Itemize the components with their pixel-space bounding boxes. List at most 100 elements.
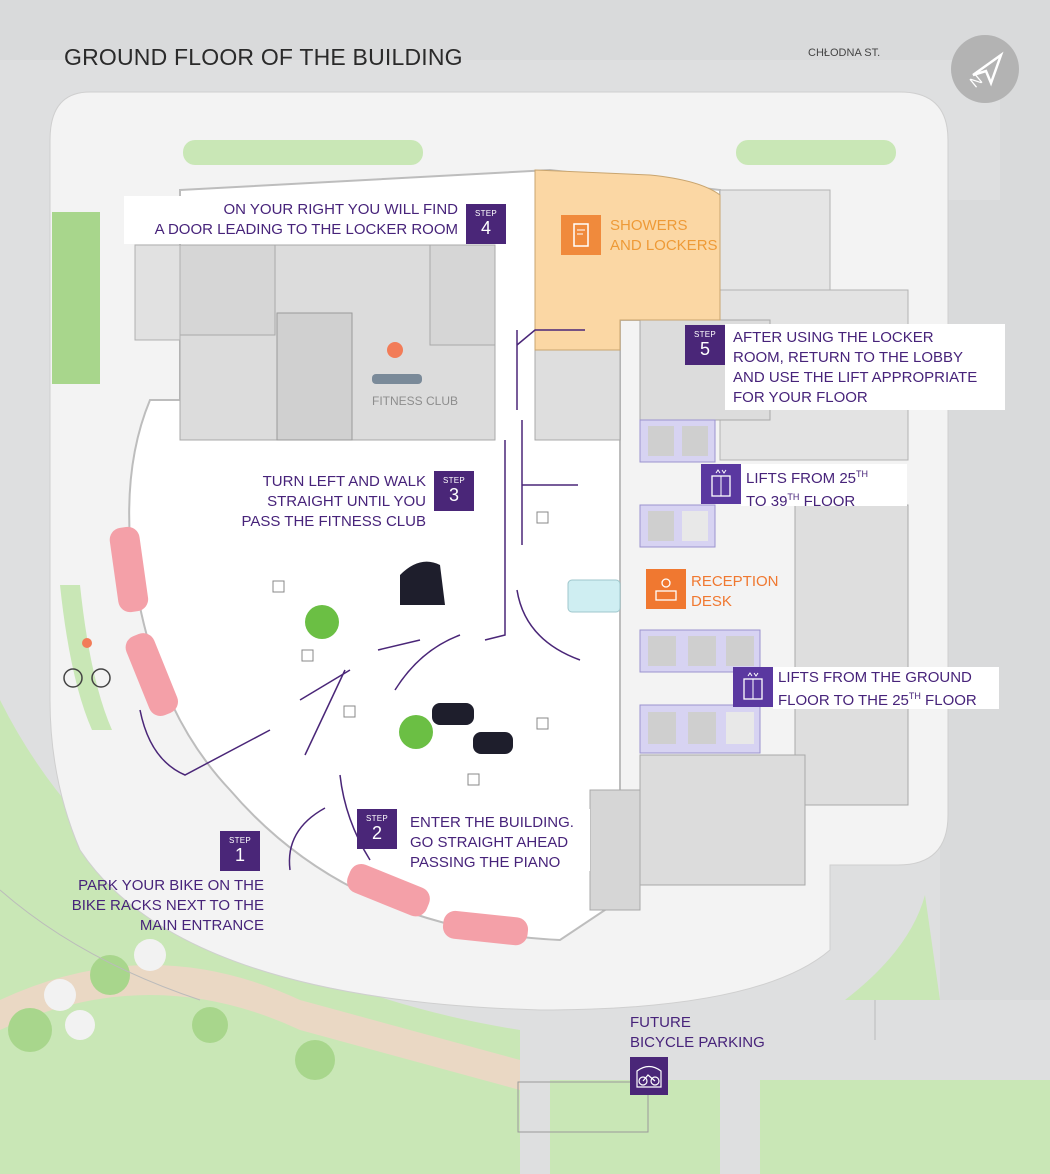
step-number: 3 xyxy=(448,485,459,505)
step-number: 2 xyxy=(371,823,382,843)
bike-parking-label: FUTURE BICYCLE PARKING xyxy=(630,1013,765,1053)
room xyxy=(794,504,909,806)
step-4-line: A DOOR LEADING TO THE LOCKER ROOM xyxy=(154,221,458,238)
step-2-line: GO STRAIGHT AHEAD xyxy=(410,834,569,851)
curb xyxy=(0,889,201,1001)
step-5-line: AND USE THE LIFT APPROPRIATE xyxy=(733,369,978,386)
step-1-line: BIKE RACKS NEXT TO THE xyxy=(71,897,264,914)
bicycle-icon xyxy=(630,1057,668,1095)
step-2-note: ENTER THE BUILDING. GO STRAIGHT AHEAD PA… xyxy=(402,809,590,871)
lift-bank-high xyxy=(639,419,716,548)
step-4-badge: STEP 4 xyxy=(466,204,506,244)
tree xyxy=(8,1008,52,1052)
umbrella xyxy=(65,1010,95,1040)
lifts-low-sup: TH xyxy=(908,691,921,701)
lawn-bottom-right xyxy=(760,1080,1050,1174)
lifts-low-line2: FLOOR TO THE 25 xyxy=(778,692,909,709)
bike-parking-line: FUTURE xyxy=(630,1014,691,1031)
umbrella xyxy=(44,979,76,1011)
step-label: STEP xyxy=(474,209,498,218)
umbrella xyxy=(134,939,166,971)
tree xyxy=(90,955,130,995)
reception-counter xyxy=(567,579,621,613)
step-1-line: MAIN ENTRANCE xyxy=(139,917,264,934)
step-4-note: ON YOUR RIGHT YOU WILL FIND A DOOR LEADI… xyxy=(124,196,466,244)
route-arrows xyxy=(139,329,585,871)
cyclist-head xyxy=(82,638,92,648)
step-3-line: STRAIGHT UNTIL YOU xyxy=(267,493,426,510)
step-label: STEP xyxy=(228,836,252,845)
room xyxy=(134,244,181,341)
step-label: STEP xyxy=(365,814,389,823)
step-2-line: PASSING THE PIANO xyxy=(410,854,561,871)
plant xyxy=(399,715,433,749)
lifts-low-line2-end: FLOOR xyxy=(920,692,977,709)
reception-line: DESK xyxy=(691,593,732,610)
step-number: 5 xyxy=(699,339,710,359)
step-4-line: ON YOUR RIGHT YOU WILL FIND xyxy=(223,201,458,218)
cyclist-wheel xyxy=(91,668,111,688)
lawn-curve xyxy=(60,585,112,730)
plant xyxy=(305,605,339,639)
step-5-note: AFTER USING THE LOCKER ROOM, RETURN TO T… xyxy=(725,324,1005,410)
room xyxy=(179,244,276,336)
room xyxy=(719,189,831,291)
piano xyxy=(400,561,445,605)
step-number: 1 xyxy=(234,845,245,865)
reception-label: RECEPTION DESK xyxy=(691,572,779,612)
bike-rack xyxy=(442,910,529,946)
locker-icon xyxy=(561,215,601,255)
planter xyxy=(183,140,423,165)
step-number: 4 xyxy=(480,218,491,238)
showers-line: AND LOCKERS xyxy=(610,237,718,254)
park-lawn xyxy=(0,700,520,1174)
street-name: CHŁODNA ST. xyxy=(808,47,881,59)
room xyxy=(276,312,353,441)
step-1-note: PARK YOUR BIKE ON THE BIKE RACKS NEXT TO… xyxy=(62,876,264,936)
step-1-badge: STEP 1 xyxy=(220,831,260,871)
reception-icon xyxy=(646,569,686,609)
bike-rack-future xyxy=(517,1081,649,1133)
tree xyxy=(295,1040,335,1080)
room xyxy=(429,244,496,346)
step-2-badge: STEP 2 xyxy=(357,809,397,849)
lifts-high-line2: TO 39 xyxy=(746,493,788,510)
planter xyxy=(736,140,896,165)
step-2-line: ENTER THE BUILDING. xyxy=(410,814,574,831)
lifts-high-note: LIFTS FROM 25TH TO 39TH FLOOR xyxy=(741,464,907,510)
bike-rack xyxy=(109,526,149,613)
fitness-club-label: FITNESS CLUB xyxy=(372,394,459,408)
showers-label: SHOWERS AND LOCKERS xyxy=(610,216,718,256)
step-5-badge: STEP 5 xyxy=(685,325,725,365)
map-title: GROUND FLOOR OF THE BUILDING xyxy=(64,44,463,70)
trainer xyxy=(387,342,403,358)
sofa xyxy=(473,732,513,754)
lifts-low-note: LIFTS FROM THE GROUND FLOOR TO THE 25TH … xyxy=(773,667,999,709)
bike-parking-line: BICYCLE PARKING xyxy=(630,1034,765,1051)
lawn-strip xyxy=(52,212,100,384)
step-label: STEP xyxy=(442,476,466,485)
cyclist-wheel xyxy=(63,668,83,688)
bike-rack xyxy=(125,633,179,716)
lawn-right xyxy=(845,895,940,1000)
columns xyxy=(272,511,549,786)
step-3-badge: STEP 3 xyxy=(434,471,474,511)
lift-bank-low xyxy=(639,629,761,754)
step-3-line: TURN LEFT AND WALK xyxy=(262,473,426,490)
showers-line: SHOWERS xyxy=(610,217,688,234)
lifts-high-line2-end: FLOOR xyxy=(799,493,856,510)
park-path xyxy=(0,965,520,1090)
lift-icon xyxy=(733,667,773,707)
room xyxy=(534,349,621,441)
lifts-low-line1: LIFTS FROM THE GROUND xyxy=(778,669,972,686)
step-5-line: AFTER USING THE LOCKER xyxy=(733,329,934,346)
tree xyxy=(192,1007,228,1043)
lifts-high-line1: LIFTS FROM 25 xyxy=(746,470,857,487)
step-3-note: TURN LEFT AND WALK STRAIGHT UNTIL YOU PA… xyxy=(222,468,434,530)
reception-line: RECEPTION xyxy=(691,573,779,590)
treadmill xyxy=(372,374,422,384)
compass-icon: N xyxy=(951,35,1019,103)
step-3-line: PASS THE FITNESS CLUB xyxy=(241,513,427,530)
